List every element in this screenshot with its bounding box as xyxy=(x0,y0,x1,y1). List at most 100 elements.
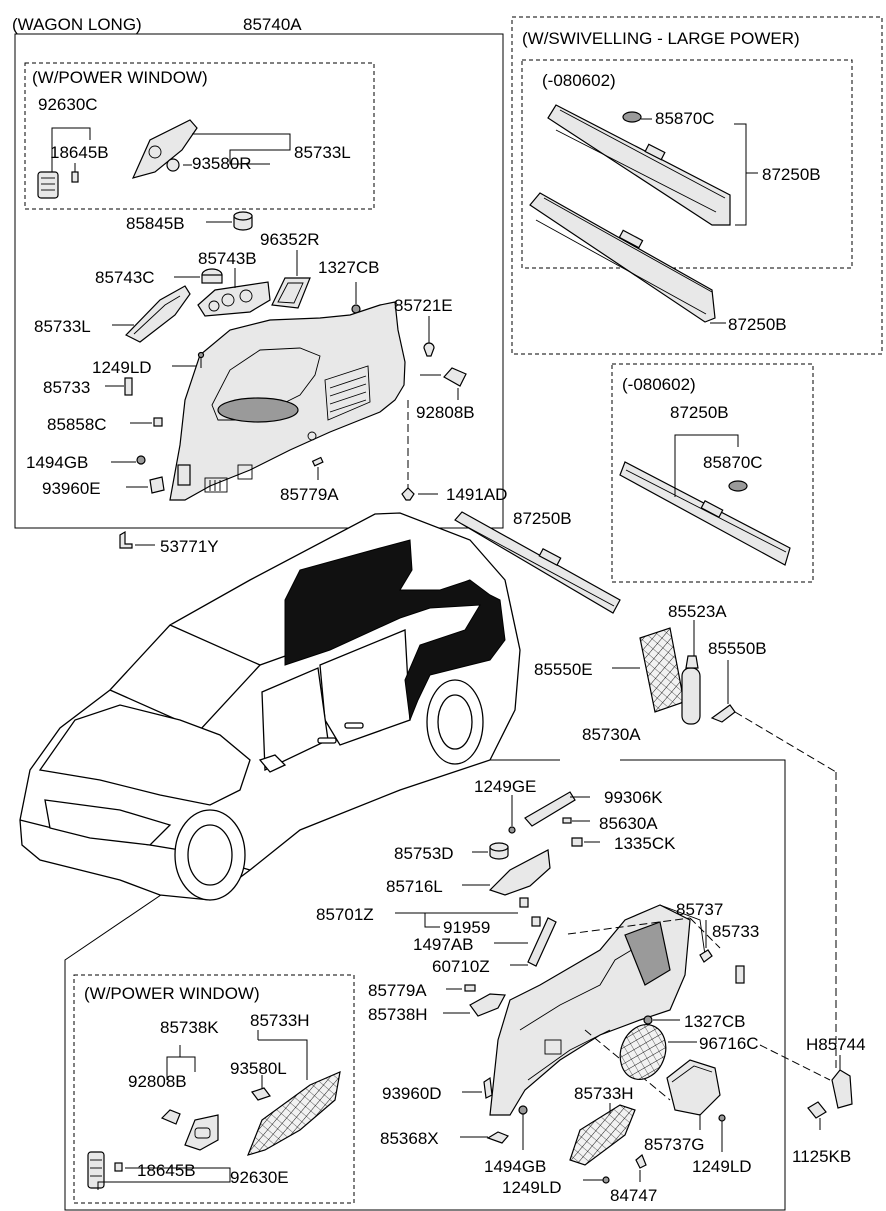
wagon-long-parts xyxy=(37,119,467,549)
clip-85737 xyxy=(699,949,713,963)
label-85630a: 85630A xyxy=(599,814,658,833)
clip-85368x xyxy=(486,1131,510,1144)
label-85368x: 85368X xyxy=(380,1129,439,1148)
part-85779a-top xyxy=(311,456,324,467)
label-1494gb-bot: 1494GB xyxy=(484,1157,546,1176)
label-85523a: 85523A xyxy=(668,602,727,621)
label-93580l: 93580L xyxy=(230,1059,287,1078)
label-84747: 84747 xyxy=(610,1186,657,1205)
speaker-96716c xyxy=(619,1024,667,1080)
label-85733h-mid: 85733H xyxy=(574,1084,634,1103)
label-87250b-r1: 87250B xyxy=(762,165,821,184)
label-85550b: 85550B xyxy=(708,639,767,658)
label-85858c: 85858C xyxy=(47,415,107,434)
label-1494gb-top: 1494GB xyxy=(26,453,88,472)
label-92630c: 92630C xyxy=(38,95,98,114)
trim-85733l-top xyxy=(131,119,198,179)
label-1249ld-top: 1249LD xyxy=(92,358,152,377)
label-91959: 91959 xyxy=(443,918,490,937)
label-85730a: 85730A xyxy=(582,725,641,744)
cap-85870c-mid xyxy=(728,480,748,492)
extinguisher-85523a xyxy=(681,667,701,725)
label-85733-left: 85733 xyxy=(43,378,90,397)
label-85733h-box: 85733H xyxy=(250,1011,310,1030)
label-85716l: 85716L xyxy=(386,877,443,896)
part-85733-left xyxy=(124,377,133,396)
label-85721e: 85721E xyxy=(394,296,453,315)
label-87250b-r2: 87250B xyxy=(728,315,787,334)
label-87250b-car: 87250B xyxy=(513,509,572,528)
label-85743b: 85743B xyxy=(198,249,257,268)
handle-85716l xyxy=(488,849,551,896)
label-85733l: 85733L xyxy=(34,317,91,336)
label-60710z: 60710Z xyxy=(432,957,490,976)
bracket-h85744 xyxy=(831,1069,853,1109)
cover-85738k xyxy=(184,1114,219,1151)
label-85738h: 85738H xyxy=(368,1005,428,1024)
label-85701z: 85701Z xyxy=(316,905,374,924)
label-1497ab: 1497AB xyxy=(413,935,474,954)
cover-93960e xyxy=(149,476,165,494)
nut-1494gb-top xyxy=(136,455,146,465)
label-85845b: 85845B xyxy=(126,214,185,233)
vent-grille-92630c xyxy=(37,171,59,199)
scuff-87250b-mid xyxy=(619,461,791,566)
clip-92808b-box xyxy=(160,1109,181,1125)
extinguisher-parts xyxy=(612,620,837,773)
label-99306k: 99306K xyxy=(604,788,663,807)
scuff-87250b-upper xyxy=(547,104,731,226)
vent-18645b-box xyxy=(87,1151,105,1189)
clip-1335ck xyxy=(571,837,583,847)
clip-18645b-top xyxy=(71,171,79,183)
swivelling-parts xyxy=(529,104,758,324)
nut-1494gb-bot xyxy=(518,1105,528,1115)
heading-date-top: (-080602) xyxy=(542,71,616,90)
label-18645b-box: 18645B xyxy=(137,1161,196,1180)
label-96716c: 96716C xyxy=(699,1034,759,1053)
panel-99306k xyxy=(524,791,576,827)
nut-1327cb-bot xyxy=(643,1015,653,1025)
clip-85630a xyxy=(562,817,572,824)
enclosure-85737g xyxy=(666,1059,721,1116)
heading-date-mid: (-080602) xyxy=(622,375,696,394)
label-85870c-mid: 85870C xyxy=(703,453,763,472)
power-window-lower-parts xyxy=(87,1030,341,1190)
cover-85550e xyxy=(639,627,685,713)
clip-85858c xyxy=(153,417,163,427)
label-53771y: 53771Y xyxy=(160,537,219,556)
label-h85744: H85744 xyxy=(806,1035,866,1054)
label-1125kb: 1125KB xyxy=(792,1147,851,1166)
bracket-53771y xyxy=(119,530,133,549)
label-85738k: 85738K xyxy=(160,1018,219,1037)
lower-parts xyxy=(395,772,853,1184)
label-1327cb-bot: 1327CB xyxy=(684,1012,745,1031)
clip-92808b-top xyxy=(443,367,467,387)
cover-85738h xyxy=(469,993,506,1017)
label-1327cb-top: 1327CB xyxy=(318,258,379,277)
scuff-mid-parts xyxy=(619,434,791,566)
clip-93580l xyxy=(251,1087,271,1101)
label-92630e: 92630E xyxy=(230,1168,289,1187)
scuff-87250b-car xyxy=(454,511,621,614)
frame-96352r xyxy=(271,277,311,309)
heading-power-window-bottom: (W/POWER WINDOW) xyxy=(84,984,260,1003)
vehicle-illustration xyxy=(19,512,521,901)
label-1249ge: 1249GE xyxy=(474,777,536,796)
bolt-1125kb xyxy=(807,1101,827,1119)
label-87250b-mid: 87250B xyxy=(670,403,729,422)
part-85779a-bot xyxy=(464,984,476,992)
cargo-trim-highlight xyxy=(284,539,506,721)
clip-1491ad xyxy=(401,487,415,501)
label-1491ad: 1491AD xyxy=(446,485,507,504)
label-18645b-top: 18645B xyxy=(50,143,109,162)
trim-85733h-box xyxy=(246,1071,341,1156)
scuff-car-parts xyxy=(454,511,621,614)
label-85733-right: 85733 xyxy=(712,922,759,941)
heading-swivelling: (W/SWIVELLING - LARGE POWER) xyxy=(522,29,800,48)
label-92808b-box: 92808B xyxy=(128,1072,187,1091)
label-1335ck: 1335CK xyxy=(614,834,676,853)
trim-85733l xyxy=(124,285,191,343)
labels: (WAGON LONG) (W/SWIVELLING - LARGE POWER… xyxy=(12,15,866,1205)
label-85753d: 85753D xyxy=(394,844,454,863)
